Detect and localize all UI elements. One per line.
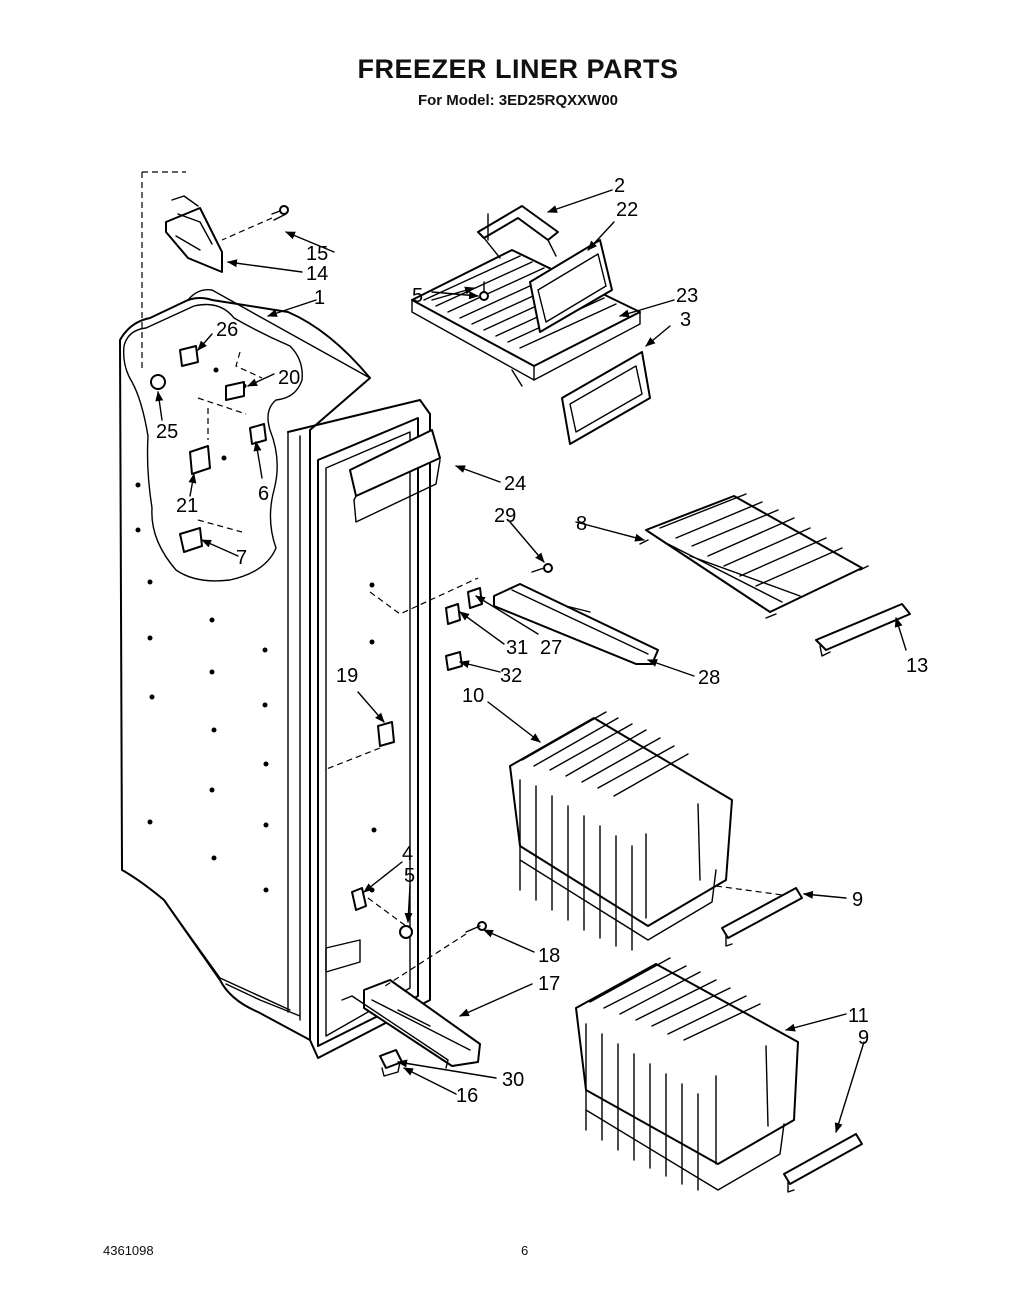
model-subtitle: For Model: 3ED25RQXXW00 (417, 92, 619, 109)
part-8-wire-shelf (639, 493, 869, 619)
callout-8: 8 (576, 513, 587, 535)
callout-9-upper: 9 (852, 889, 863, 911)
callout-27: 27 (540, 637, 562, 659)
callout-23: 23 (676, 285, 698, 307)
document-part-number: 4361098 (103, 1243, 154, 1258)
callout-24: 24 (504, 473, 526, 495)
callout-30: 30 (502, 1069, 524, 1091)
part-14-bracket (165, 195, 223, 273)
callout-10: 10 (462, 685, 484, 707)
callout-5-top: 5 (412, 285, 423, 307)
callout-16: 16 (456, 1085, 478, 1107)
callout-9-lower: 9 (858, 1027, 869, 1049)
part-11-lower-basket (575, 957, 799, 1191)
callout-22: 22 (616, 199, 638, 221)
callout-labels: 1 2 3 4 5 5 6 7 8 9 9 10 11 13 14 15 16 … (156, 175, 928, 1107)
page-number: 6 (521, 1243, 529, 1258)
part-18-screw (381, 921, 487, 989)
part-10-upper-basket (509, 711, 791, 951)
callout-20: 20 (278, 367, 300, 389)
callout-1: 1 (314, 287, 325, 309)
callout-32: 32 (500, 665, 522, 687)
part-19-bracket (323, 721, 395, 771)
callout-11: 11 (848, 1005, 869, 1027)
liner-small-parts (150, 345, 267, 553)
part-9-rail-upper (721, 887, 803, 947)
callout-28: 28 (698, 667, 720, 689)
callout-3: 3 (680, 309, 691, 331)
part-4-5-clip (351, 887, 413, 939)
callout-21: 21 (176, 495, 198, 517)
callout-18: 18 (538, 945, 560, 967)
callout-26: 26 (216, 319, 238, 341)
page-title: FREEZER LINER PARTS (357, 54, 679, 84)
callout-4: 4 (402, 843, 413, 865)
callout-17: 17 (538, 973, 560, 995)
part-15-screw (221, 205, 289, 241)
callout-31: 31 (506, 637, 528, 659)
callout-5-lower: 5 (404, 865, 415, 887)
part-13-rail (815, 603, 911, 657)
callout-leaders (155, 189, 907, 1133)
callout-15: 15 (306, 243, 328, 265)
callout-29: 29 (494, 505, 516, 527)
callout-7: 7 (236, 547, 247, 569)
top-shelf-assembly (411, 205, 651, 445)
part-24-cover (349, 429, 441, 523)
part-17-rail (341, 979, 481, 1069)
freezer-liner (119, 171, 431, 1059)
callout-14: 14 (306, 263, 328, 285)
callout-25: 25 (156, 421, 178, 443)
callout-6: 6 (258, 483, 269, 505)
callout-13: 13 (906, 655, 928, 677)
part-9-rail-lower (783, 1133, 863, 1193)
part-16-foot (379, 1049, 403, 1077)
callout-2: 2 (614, 175, 625, 197)
callout-19: 19 (336, 665, 358, 687)
